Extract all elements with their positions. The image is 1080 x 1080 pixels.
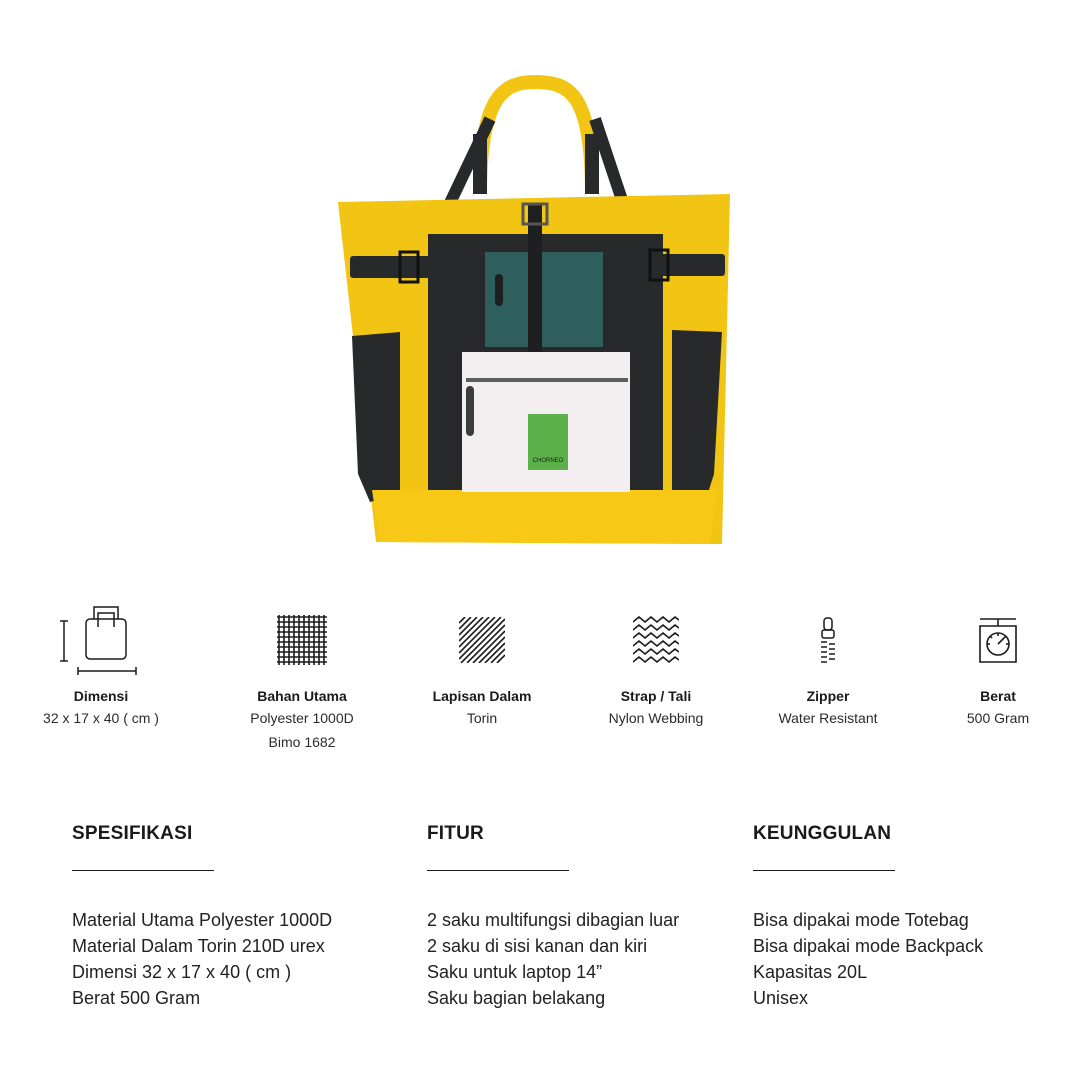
- heading-divider: [753, 870, 895, 871]
- feature-list: Material Utama Polyester 1000D Material …: [72, 907, 412, 1011]
- list-item: Kapasitas 20L: [753, 962, 868, 982]
- list-item: Saku untuk laptop 14”: [427, 962, 603, 982]
- spec-berat: Berat 500 Gram: [913, 600, 1080, 730]
- list-item: Material Dalam Torin 210D urex: [72, 936, 325, 956]
- column-heading: SPESIFIKASI: [72, 823, 193, 844]
- heading-divider: [72, 870, 214, 871]
- list-item: 2 saku multifungsi dibagian luar: [427, 910, 680, 930]
- spec-bahan-utama: Bahan Utama Polyester 1000D Bimo 1682: [217, 600, 387, 754]
- column-spesifikasi: SPESIFIKASI Material Utama Polyester 100…: [72, 822, 412, 1011]
- spec-value: Torin: [466, 710, 498, 726]
- spec-lapisan-dalam: Lapisan Dalam Torin: [397, 600, 567, 730]
- spec-icons-row: Dimensi 32 x 17 x 40 ( cm ) Bahan Utama …: [0, 600, 1080, 770]
- spec-value: 32 x 17 x 40 ( cm ): [43, 710, 159, 726]
- feature-list: 2 saku multifungsi dibagian luar 2 saku …: [427, 907, 767, 1011]
- spec-value-2: Bimo 1682: [268, 734, 336, 750]
- zipper-icon: [821, 617, 835, 663]
- spec-value: Nylon Webbing: [608, 710, 704, 726]
- tote-bag-illustration: CHORNEO: [338, 74, 730, 544]
- brand-tag: CHORNEO: [533, 458, 564, 464]
- list-item: Bisa dipakai mode Backpack: [753, 936, 984, 956]
- spec-zipper: Zipper Water Resistant: [743, 600, 913, 730]
- spec-label: Dimensi: [73, 688, 129, 704]
- feature-list: Bisa dipakai mode Totebag Bisa dipakai m…: [753, 907, 1063, 1011]
- grid-weave-icon: [277, 615, 327, 665]
- column-fitur: FITUR 2 saku multifungsi dibagian luar 2…: [427, 822, 767, 1011]
- column-heading: KEUNGGULAN: [753, 823, 892, 844]
- diagonal-lines-icon: [459, 617, 505, 663]
- spec-strap-tali: Strap / Tali Nylon Webbing: [571, 600, 741, 730]
- list-item: Bisa dipakai mode Totebag: [753, 910, 969, 930]
- product-image: CHORNEO: [330, 74, 740, 554]
- spec-label: Bahan Utama: [257, 688, 347, 704]
- spec-value: Water Resistant: [778, 710, 878, 726]
- column-keunggulan: KEUNGGULAN Bisa dipakai mode Totebag Bis…: [753, 822, 1063, 1011]
- spec-label: Berat: [980, 688, 1016, 704]
- list-item: Saku bagian belakang: [427, 988, 606, 1008]
- spec-value: Polyester 1000D: [250, 710, 354, 726]
- spec-label: Lapisan Dalam: [432, 688, 532, 704]
- zigzag-icon: [633, 616, 679, 664]
- list-item: Unisex: [753, 988, 809, 1008]
- list-item: Berat 500 Gram: [72, 988, 201, 1008]
- list-item: 2 saku di sisi kanan dan kiri: [427, 936, 648, 956]
- heading-divider: [427, 870, 569, 871]
- spec-label: Zipper: [806, 688, 850, 704]
- spec-value: 500 Gram: [966, 710, 1030, 726]
- list-item: Material Utama Polyester 1000D: [72, 910, 333, 930]
- tote-dimension-icon: [60, 606, 137, 675]
- spec-dimensi: Dimensi 32 x 17 x 40 ( cm ): [16, 600, 186, 730]
- list-item: Dimensi 32 x 17 x 40 ( cm ): [72, 962, 292, 982]
- column-heading: FITUR: [427, 823, 484, 844]
- spec-label: Strap / Tali: [620, 688, 692, 704]
- scale-icon: [979, 618, 1017, 663]
